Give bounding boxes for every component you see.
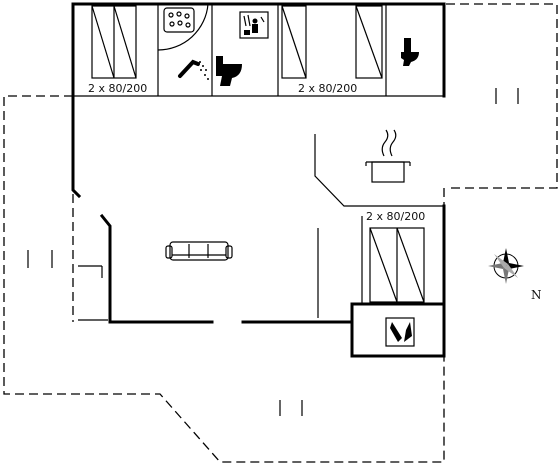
compass-icon bbox=[488, 248, 524, 284]
laundry-icon bbox=[385, 317, 415, 347]
bed-top-right bbox=[281, 5, 383, 79]
toilet-icon-2 bbox=[401, 38, 419, 66]
north-label: N bbox=[531, 288, 542, 302]
terrace-marks bbox=[27, 88, 519, 416]
bed-label-right: 2 x 80/200 bbox=[366, 210, 425, 223]
shower-icon bbox=[178, 59, 209, 80]
walls bbox=[71, 2, 446, 358]
bed-right bbox=[369, 227, 425, 303]
whirlpool-icon bbox=[163, 7, 195, 33]
kitchen-pot-icon bbox=[365, 129, 411, 183]
bed-label-top-right: 2 x 80/200 bbox=[298, 82, 357, 95]
sauna-icon bbox=[239, 11, 269, 39]
toilet-icon bbox=[216, 56, 242, 86]
terrace-outlines bbox=[3, 3, 558, 463]
bed-label-top-left: 2 x 80/200 bbox=[88, 82, 147, 95]
sofa-icon bbox=[165, 241, 233, 261]
bed-top-left bbox=[91, 5, 137, 79]
